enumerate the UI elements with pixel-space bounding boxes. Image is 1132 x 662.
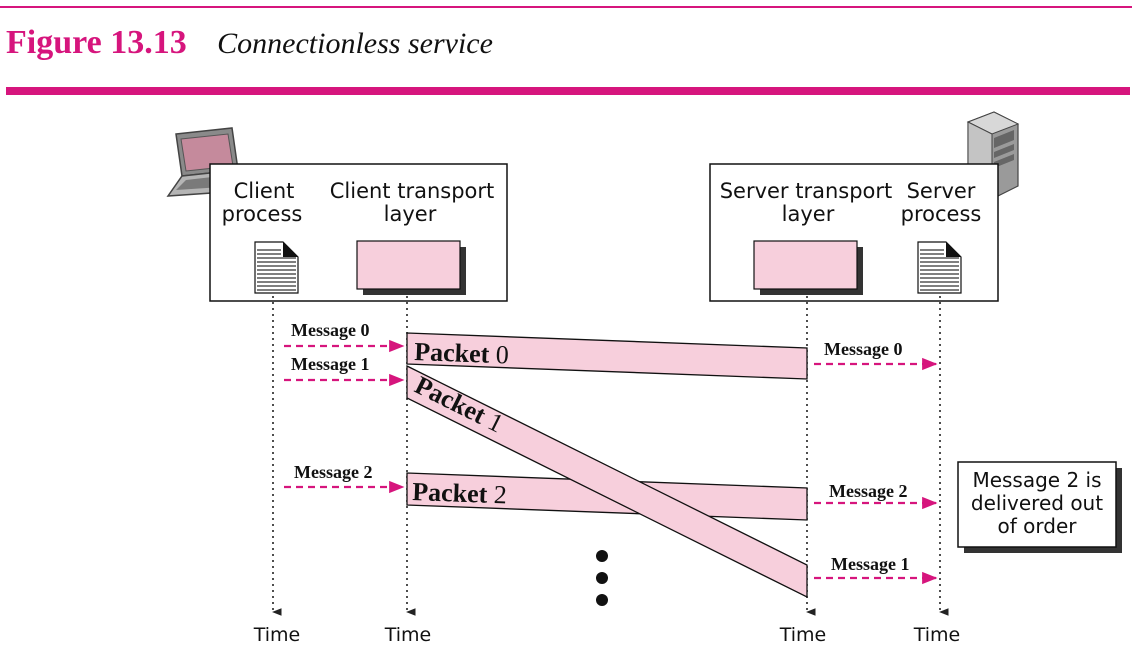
client-document-icon	[254, 241, 299, 294]
server-transport-label-2: layer	[782, 202, 835, 226]
client-message-1-label: Message 1	[291, 354, 369, 374]
client-transport-label-1: Client transport	[330, 179, 495, 203]
server-transport-label-1: Server transport	[720, 179, 893, 203]
server-message-0-label: Message 0	[824, 339, 902, 359]
note-line-2: delivered out	[971, 491, 1103, 515]
ellipsis-dots	[596, 550, 608, 606]
server-document-icon	[917, 241, 962, 294]
server-transport-box	[753, 240, 858, 290]
note-line-3: of order	[998, 514, 1078, 538]
server-message-1-label: Message 1	[831, 554, 909, 574]
time-label-server-transport: Time	[779, 624, 827, 646]
note-line-1: Message 2 is	[972, 468, 1101, 492]
timelines	[272, 296, 949, 616]
server-process-label-2: process	[901, 202, 982, 226]
packet-0-word: Packet	[414, 337, 490, 369]
figure-caption: Connectionless service	[217, 27, 493, 60]
top-rule	[0, 6, 1132, 8]
time-label-client-transport: Time	[384, 624, 432, 646]
client-process-label-1: Client	[234, 179, 295, 203]
packet-2-word: Packet	[412, 477, 488, 509]
client-transport-label-2: layer	[384, 202, 437, 226]
client-box: Client process Client transport layer	[209, 163, 508, 302]
packet-2-num: 2	[493, 480, 507, 509]
figure-title: Figure 13.13 Connectionless service	[6, 24, 493, 68]
client-message-0-label: Message 0	[291, 320, 369, 340]
figure-number: Figure 13.13	[6, 24, 187, 61]
time-label-client-process: Time	[253, 624, 301, 646]
client-message-2-label: Message 2	[294, 462, 372, 482]
packet-0: Packet 0	[406, 332, 808, 380]
time-label-server-process: Time	[913, 624, 961, 646]
out-of-order-note: Message 2 is delivered out of order	[957, 461, 1122, 553]
server-process-label-1: Server	[907, 179, 976, 203]
svg-text:Packet 2: Packet 2	[412, 477, 508, 509]
server-box: Server transport layer Server process	[709, 163, 999, 302]
packet-1-word: Packet	[410, 370, 490, 430]
server-message-2-label: Message 2	[829, 481, 907, 501]
title-underline	[6, 87, 1130, 95]
svg-text:Packet 0: Packet 0	[414, 337, 510, 369]
client-transport-box	[356, 240, 461, 290]
client-message-arrows	[284, 339, 405, 494]
client-process-label-2: process	[222, 202, 303, 226]
server-message-arrows	[814, 357, 938, 585]
packet-0-num: 0	[495, 340, 509, 369]
